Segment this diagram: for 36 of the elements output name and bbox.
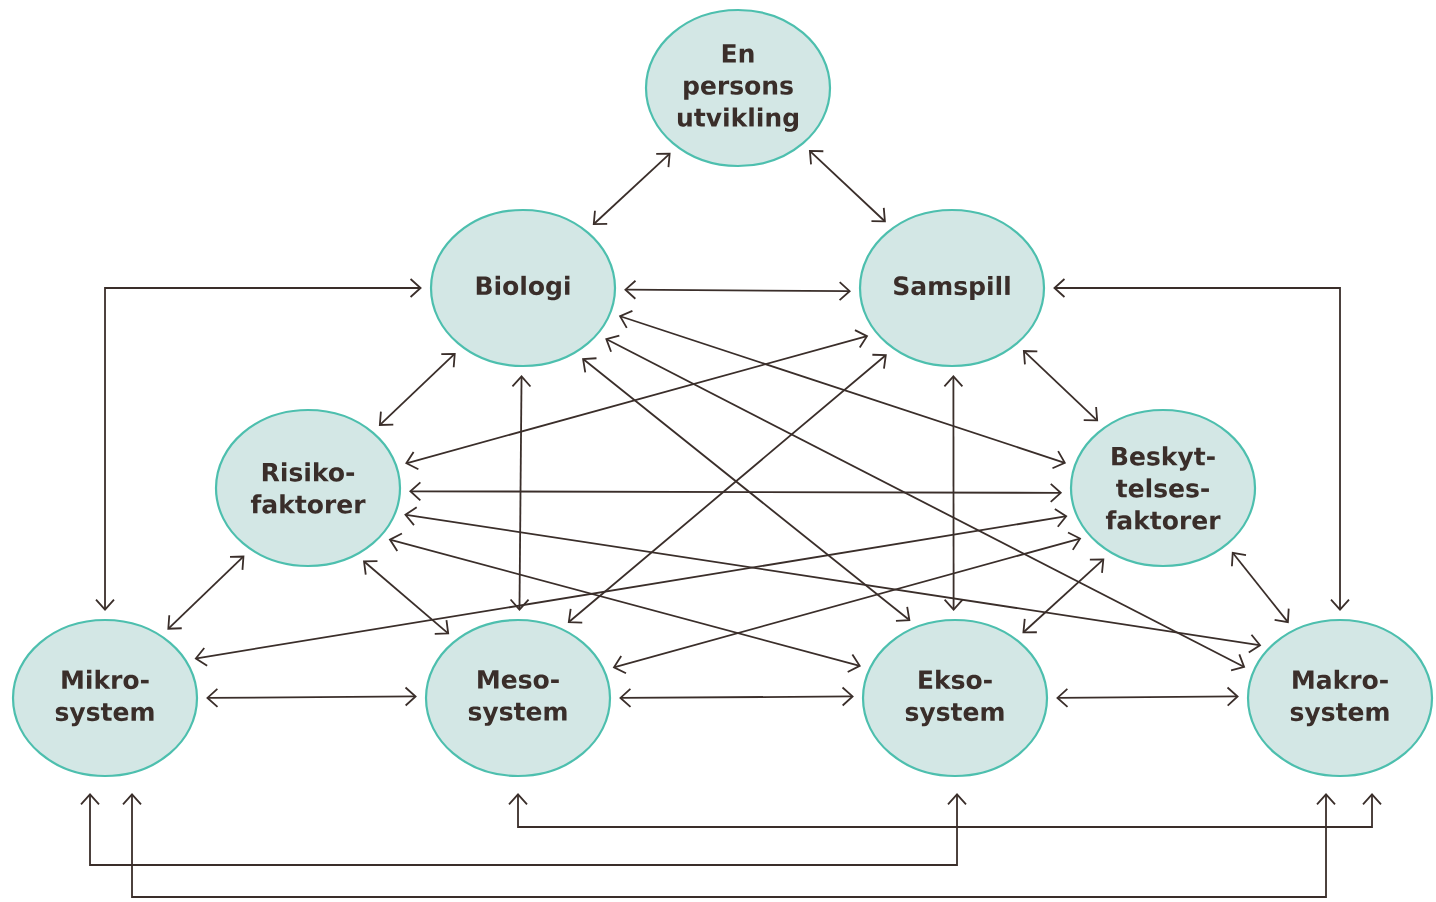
arrow: [509, 375, 532, 611]
ellipse-node: En persons utvikling: [644, 8, 832, 168]
ellipse-node: Risiko- faktorer: [214, 408, 402, 568]
arrow: [388, 532, 861, 673]
arrow: [363, 560, 450, 635]
arrow: [167, 555, 245, 630]
arrow: [624, 279, 851, 302]
arrow: [808, 150, 886, 223]
arrow: [1053, 278, 1350, 611]
arrow: [618, 309, 1067, 470]
ellipse-node: Makro- system: [1246, 618, 1434, 778]
arrow: [122, 793, 1336, 898]
arrow: [1231, 551, 1290, 624]
ellipse-node: Ekso- system: [861, 618, 1049, 778]
arrow: [80, 793, 967, 866]
arrow: [404, 506, 1262, 654]
ellipse-node: Meso- system: [424, 618, 612, 778]
arrow: [409, 481, 1063, 503]
arrow: [1022, 350, 1099, 422]
arrow: [943, 375, 964, 611]
arrow: [619, 686, 854, 708]
arrow: [508, 793, 1382, 828]
arrow: [405, 329, 869, 471]
arrow: [605, 334, 1246, 672]
ellipse-node: Biologi: [429, 208, 617, 368]
arrow: [1022, 558, 1105, 634]
ellipse-node: Beskyt- telses- faktorer: [1069, 408, 1257, 568]
arrow: [592, 152, 671, 226]
arrow: [1056, 686, 1239, 708]
arrow: [95, 278, 422, 611]
ellipse-node: Mikro- system: [11, 618, 199, 778]
arrow: [612, 531, 1082, 675]
arrow: [206, 686, 417, 708]
ellipse-node: Samspill: [858, 208, 1046, 368]
arrow: [378, 352, 456, 426]
arrow: [194, 508, 1068, 667]
